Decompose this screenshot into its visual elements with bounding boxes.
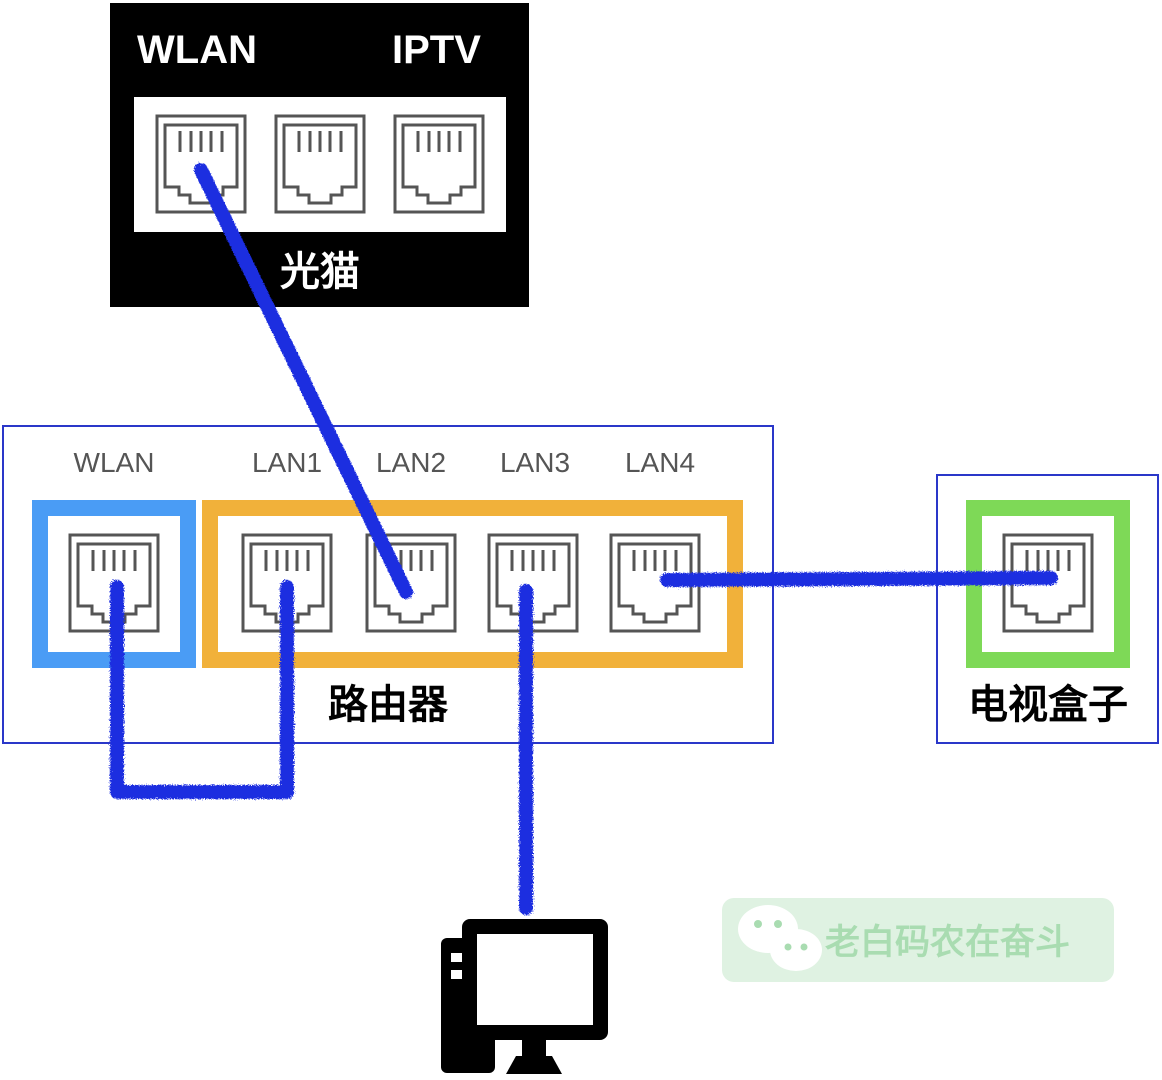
cable-wlan-to-lan1: [110, 580, 294, 799]
router-lan1-label: LAN1: [252, 447, 322, 478]
modem-port-iptv[interactable]: [393, 114, 485, 214]
modem-port-2[interactable]: [274, 114, 366, 214]
cable-modem-to-lan2: [194, 163, 413, 599]
modem-iptv-label: IPTV: [392, 28, 481, 72]
cables: [110, 163, 1058, 915]
desktop-computer-icon: [441, 919, 608, 1074]
watermark-badge: [722, 898, 1114, 982]
tv-box: 电视盒子: [936, 474, 1159, 744]
router-lan2-label: LAN2: [376, 447, 446, 478]
router-title: 路由器: [328, 682, 449, 728]
watermark-text: 老白码农在奋斗: [825, 923, 1070, 963]
tv-box-title: 电视盒子: [968, 682, 1128, 728]
modem: WLAN IPTV 光猫: [110, 3, 529, 307]
router-lan3-label: LAN3: [500, 447, 570, 478]
tv-box-body: [936, 474, 1159, 744]
router-wlan-label: WLAN: [74, 447, 155, 478]
modem-wlan-label: WLAN: [137, 28, 257, 72]
router-lan4-label: LAN4: [625, 447, 695, 478]
wechat-icon: [738, 905, 822, 971]
watermark: 老白码农在奋斗: [722, 898, 1114, 982]
modem-title: 光猫: [280, 249, 360, 295]
cable-lan4-to-tv-box: [660, 571, 1058, 587]
